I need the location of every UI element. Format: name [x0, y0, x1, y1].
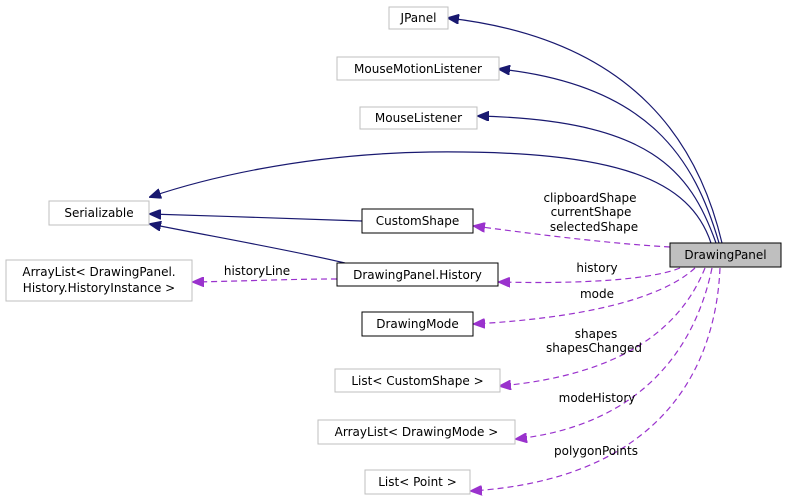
- node-jpanel[interactable]: JPanel: [388, 6, 449, 30]
- node-drawing-panel[interactable]: DrawingPanel: [669, 242, 782, 268]
- edge-drawingpanel-to-arraylist-drawingmode: [516, 267, 713, 439]
- node-label: DrawingPanel.History: [353, 268, 482, 282]
- node-list-point[interactable]: List< Point >: [364, 469, 471, 495]
- edge-label-history: history: [576, 261, 617, 275]
- node-label: JPanel: [400, 11, 437, 25]
- edge-drawingpanel-to-serializable: [150, 151, 712, 244]
- edge-customshape-to-serializable: [150, 214, 363, 222]
- edge-history-to-serializable: [150, 224, 346, 264]
- node-mouse-listener[interactable]: MouseListener: [359, 106, 478, 130]
- edge-label-polygon-points: polygonPoints: [554, 444, 638, 458]
- edge-label-current-shape: currentShape: [551, 205, 632, 219]
- node-label: List< Point >: [378, 475, 457, 489]
- node-serializable[interactable]: Serializable: [48, 200, 150, 226]
- edge-label-selected-shape: selectedShape: [550, 220, 638, 234]
- node-list-custom-shape[interactable]: List< CustomShape >: [334, 368, 501, 393]
- node-label-line1: ArrayList< DrawingPanel.: [22, 265, 175, 279]
- edge-drawingpanel-to-jpanel: [448, 18, 723, 244]
- node-label: Serializable: [64, 206, 133, 220]
- edge-drawingpanel-to-list-customshape: [500, 267, 706, 386]
- node-label: MouseListener: [375, 111, 462, 125]
- edge-label-mode: mode: [580, 287, 614, 301]
- edge-drawingpanel-to-mousemotionlistener: [499, 69, 720, 244]
- node-mouse-motion-listener[interactable]: MouseMotionListener: [336, 56, 500, 81]
- edge-label-mode-history: modeHistory: [559, 391, 636, 405]
- node-label: ArrayList< DrawingMode >: [335, 425, 499, 439]
- edge-drawingpanel-to-list-point: [471, 267, 721, 491]
- node-drawing-panel-history[interactable]: DrawingPanel.History: [336, 262, 499, 287]
- node-label: DrawingPanel: [684, 248, 766, 262]
- node-label-line2: History.HistoryInstance >: [23, 281, 175, 295]
- edge-label-history-line: historyLine: [224, 264, 290, 278]
- node-custom-shape[interactable]: CustomShape: [361, 208, 474, 234]
- edge-drawingpanel-to-history: [499, 267, 681, 282]
- node-label: CustomShape: [376, 214, 460, 228]
- node-arraylist-drawing-mode[interactable]: ArrayList< DrawingMode >: [317, 419, 516, 445]
- node-label: MouseMotionListener: [354, 62, 482, 76]
- node-label: List< CustomShape >: [351, 374, 483, 388]
- node-arraylist-history-instance[interactable]: ArrayList< DrawingPanel. History.History…: [5, 259, 193, 302]
- node-drawing-mode[interactable]: DrawingMode: [361, 311, 474, 337]
- edge-label-shapes: shapes: [575, 327, 617, 341]
- edge-history-to-arraylist-historyinstance: [193, 279, 338, 282]
- node-label: DrawingMode: [376, 317, 459, 331]
- edge-drawingpanel-to-mouselistener: [478, 116, 717, 244]
- edge-label-clipboard-shape: clipboardShape: [543, 191, 636, 205]
- edge-label-shapes-changed: shapesChanged: [546, 341, 642, 355]
- edge-drawingpanel-to-drawingmode: [474, 267, 696, 324]
